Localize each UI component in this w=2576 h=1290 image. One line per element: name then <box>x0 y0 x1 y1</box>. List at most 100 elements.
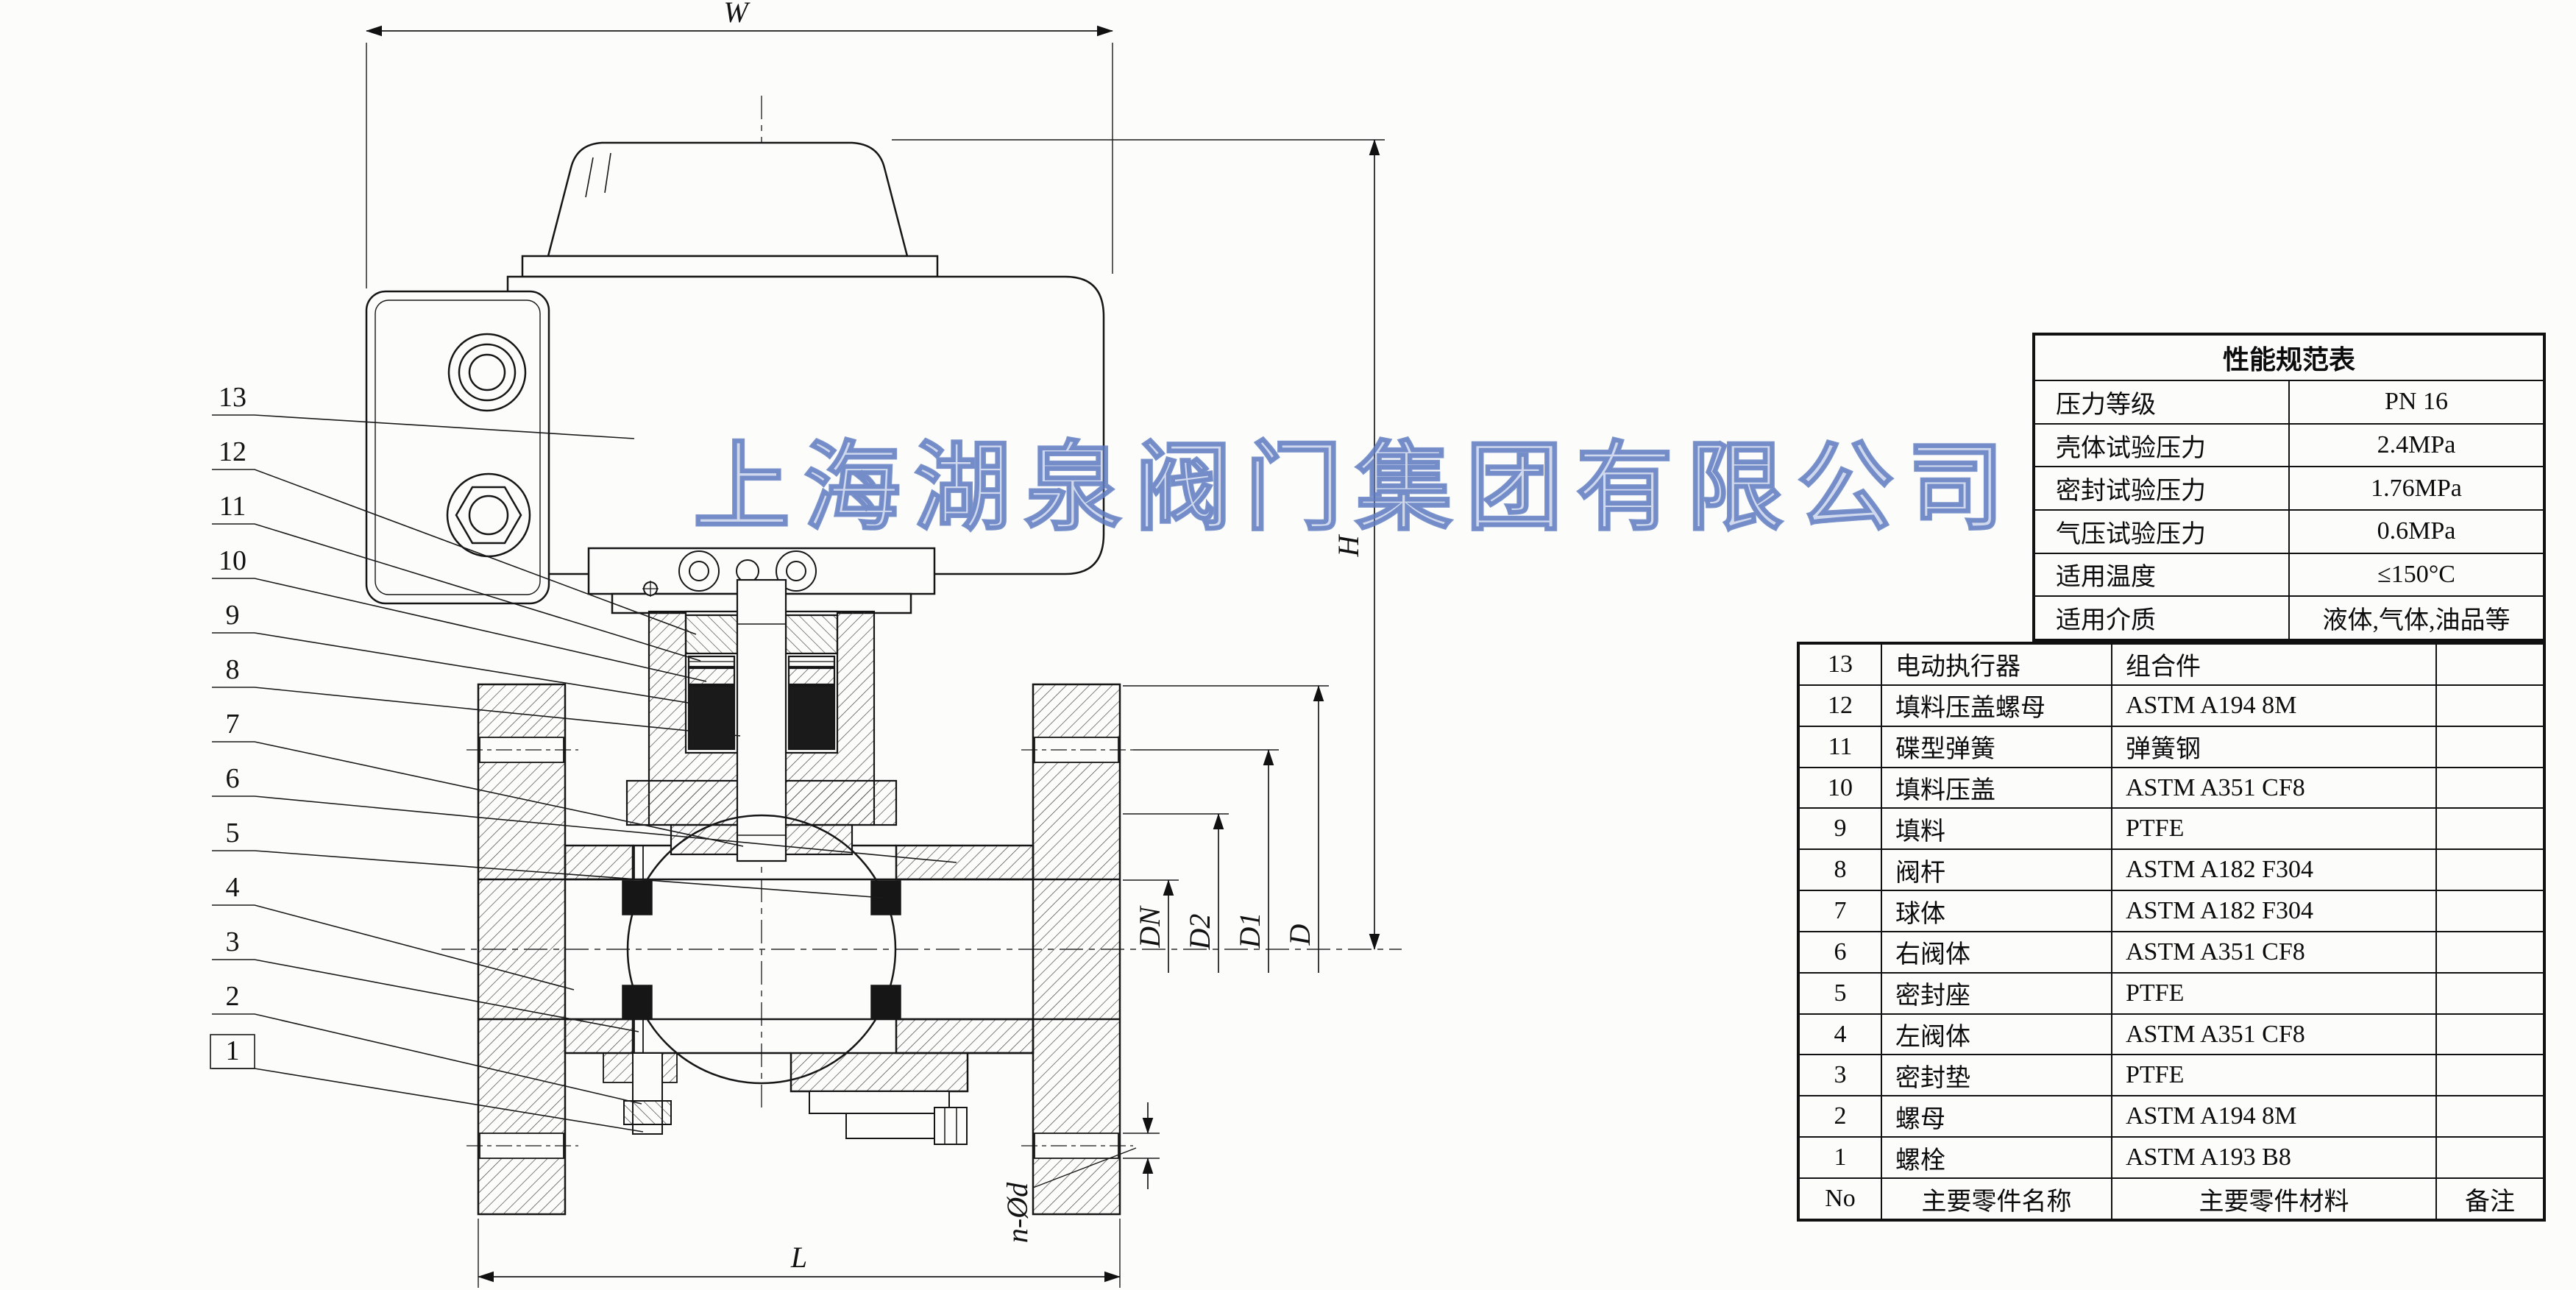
spec-label: 压力等级 <box>2033 380 2290 425</box>
part-material: 弹簧钢 <box>2111 725 2437 768</box>
callout-2: 2 <box>226 981 240 1012</box>
header-no: No <box>1798 1177 1882 1221</box>
parts-table: 13 电动执行器 组合件 12 填料压盖螺母 ASTM A194 8M 11 碟… <box>1797 642 2546 1222</box>
part-material: PTFE <box>2111 971 2437 1015</box>
table-header-row: No 主要零件名称 主要零件材料 备注 <box>1798 1177 2545 1221</box>
callout-4: 4 <box>226 872 240 903</box>
spec-value: ≤150°C <box>2288 552 2545 598</box>
dim-label-d2: D2 <box>1183 914 1216 951</box>
dim-label-l: L <box>790 1241 807 1274</box>
part-name: 密封垫 <box>1881 1054 2112 1097</box>
part-name: 填料压盖 <box>1881 766 2112 809</box>
packing <box>687 684 736 751</box>
callout-11: 11 <box>219 491 246 522</box>
dim-label-d1: D1 <box>1233 912 1266 949</box>
electric-actuator <box>365 141 1105 614</box>
part-material: ASTM A182 F304 <box>2111 890 2437 932</box>
right-flange <box>1032 683 1121 1216</box>
part-no: 11 <box>1798 725 1882 768</box>
part-material: PTFE <box>2111 1054 2437 1097</box>
dimension-labels: W H D D1 D2 DN n-Ød L <box>723 0 1365 1274</box>
table-row: 2 螺母 ASTM A194 8M <box>1798 1095 2545 1138</box>
callout-8: 8 <box>226 654 240 685</box>
part-material: ASTM A351 CF8 <box>2111 1013 2437 1056</box>
part-no: 5 <box>1798 971 1882 1015</box>
table-row: 6 右阀体 ASTM A351 CF8 <box>1798 930 2545 974</box>
spec-label: 密封试验压力 <box>2033 466 2290 511</box>
actuator-cable-gland <box>446 472 531 558</box>
spec-label: 适用介质 <box>2033 595 2290 641</box>
callout-13: 13 <box>219 382 246 413</box>
part-no: 7 <box>1798 890 1882 932</box>
spec-value: 0.6MPa <box>2288 508 2545 554</box>
part-remark <box>2435 890 2545 932</box>
packing-gland <box>687 667 736 686</box>
spec-label: 适用温度 <box>2033 552 2290 598</box>
part-material: ASTM A194 8M <box>2111 1095 2437 1138</box>
dim-label-d: D <box>1283 924 1316 946</box>
seat-rings <box>622 880 901 1020</box>
part-name: 碟型弹簧 <box>1881 725 2112 768</box>
part-no: 10 <box>1798 766 1882 809</box>
header-material: 主要零件材料 <box>2111 1177 2437 1221</box>
left-flange <box>477 683 567 1216</box>
dim-label-h: H <box>1332 534 1365 557</box>
part-remark <box>2435 1013 2545 1056</box>
table-row: 12 填料压盖螺母 ASTM A194 8M <box>1798 684 2545 727</box>
spec-label: 壳体试验压力 <box>2033 422 2290 468</box>
part-no: 9 <box>1798 807 1882 851</box>
part-no: 6 <box>1798 930 1882 974</box>
part-material: ASTM A182 F304 <box>2111 848 2437 892</box>
part-name: 密封座 <box>1881 971 2112 1015</box>
callout-12: 12 <box>219 436 246 467</box>
table-row: 7 球体 ASTM A182 F304 <box>1798 890 2545 932</box>
table-row: 4 左阀体 ASTM A351 CF8 <box>1798 1013 2545 1056</box>
table-row: 3 密封垫 PTFE <box>1798 1054 2545 1097</box>
valve-cross-section-drawing: W H D D1 D2 DN n-Ød L 13 <box>210 0 1402 1288</box>
part-remark <box>2435 971 2545 1015</box>
spec-value: 2.4MPa <box>2288 422 2545 468</box>
spec-value: 液体,气体,油品等 <box>2288 595 2545 641</box>
table-row: 8 阀杆 ASTM A182 F304 <box>1798 848 2545 892</box>
callout-9: 9 <box>226 600 240 631</box>
actuator-boss-round <box>447 333 527 412</box>
valve-stem <box>736 578 787 862</box>
valve-body <box>466 683 1133 1216</box>
dim-label-bolt-holes: n-Ød <box>1001 1182 1034 1243</box>
ball <box>626 814 897 1085</box>
part-material: ASTM A194 8M <box>2111 684 2437 727</box>
part-remark <box>2435 930 2545 974</box>
part-name: 电动执行器 <box>1881 642 2112 686</box>
part-no: 2 <box>1798 1095 1882 1138</box>
part-remark <box>2435 684 2545 727</box>
spec-label: 气压试验压力 <box>2033 508 2290 554</box>
flange-bolt-holes <box>466 737 1133 1159</box>
bonnet-assembly <box>625 578 898 862</box>
part-remark <box>2435 725 2545 768</box>
table-row: 1 螺栓 ASTM A193 B8 <box>1798 1136 2545 1180</box>
table-row: 11 碟型弹簧 弹簧钢 <box>1798 725 2545 768</box>
spec-table-title: 性能规范表 <box>2033 333 2545 382</box>
part-name: 左阀体 <box>1881 1013 2112 1056</box>
part-callout-numbers: 13 12 11 10 9 8 7 6 5 4 3 2 1 <box>219 382 246 1066</box>
callout-6: 6 <box>226 763 240 794</box>
dim-label-dn: DN <box>1133 905 1166 949</box>
part-remark <box>2435 642 2545 686</box>
table-row: 10 填料压盖 ASTM A351 CF8 <box>1798 766 2545 809</box>
header-name: 主要零件名称 <box>1881 1177 2112 1221</box>
part-no: 12 <box>1798 684 1882 727</box>
part-no: 4 <box>1798 1013 1882 1056</box>
part-name: 填料 <box>1881 807 2112 851</box>
part-remark <box>2435 1095 2545 1138</box>
part-remark <box>2435 1054 2545 1097</box>
part-remark <box>2435 766 2545 809</box>
part-no: 1 <box>1798 1136 1882 1180</box>
body-joint-gasket <box>634 846 644 1053</box>
part-remark <box>2435 807 2545 851</box>
part-name: 螺母 <box>1881 1095 2112 1138</box>
table-row: 13 电动执行器 组合件 <box>1798 642 2545 686</box>
callout-7: 7 <box>226 709 240 740</box>
disc-springs <box>687 655 836 668</box>
part-material: PTFE <box>2111 807 2437 851</box>
